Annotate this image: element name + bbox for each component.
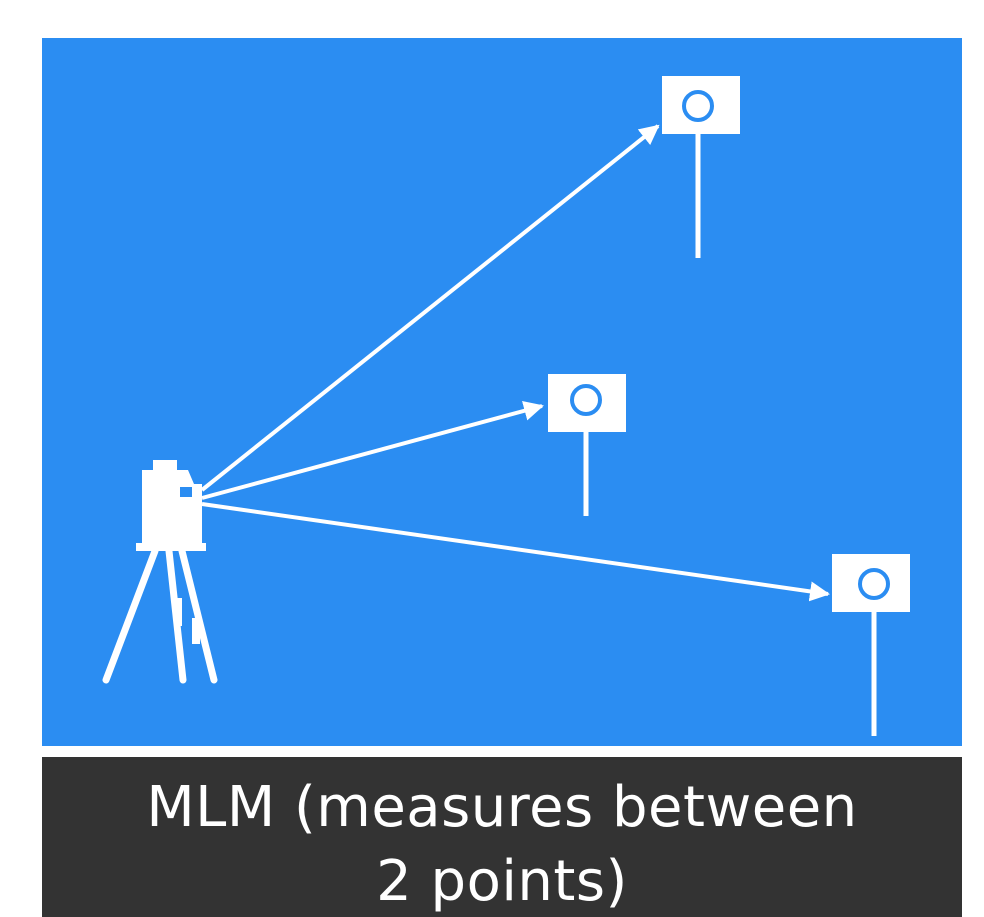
total-station-icon [102, 460, 218, 684]
caption-bar: MLM (measures between 2 points) [42, 757, 962, 917]
measurement-lines [200, 124, 830, 602]
diagram-svg [102, 76, 910, 736]
caption-line-2: 2 points) [376, 849, 628, 914]
prism-target-icon [832, 554, 910, 736]
prism-target-icon [548, 374, 626, 516]
caption-line-1: MLM (measures between [146, 775, 858, 840]
arrow-icon [200, 124, 660, 492]
prism-target-icon [662, 76, 740, 258]
arrow-icon [201, 401, 544, 500]
caption: MLM (measures between 2 points) [42, 771, 962, 917]
arrow-icon [201, 502, 830, 602]
diagram-panel [42, 38, 962, 746]
